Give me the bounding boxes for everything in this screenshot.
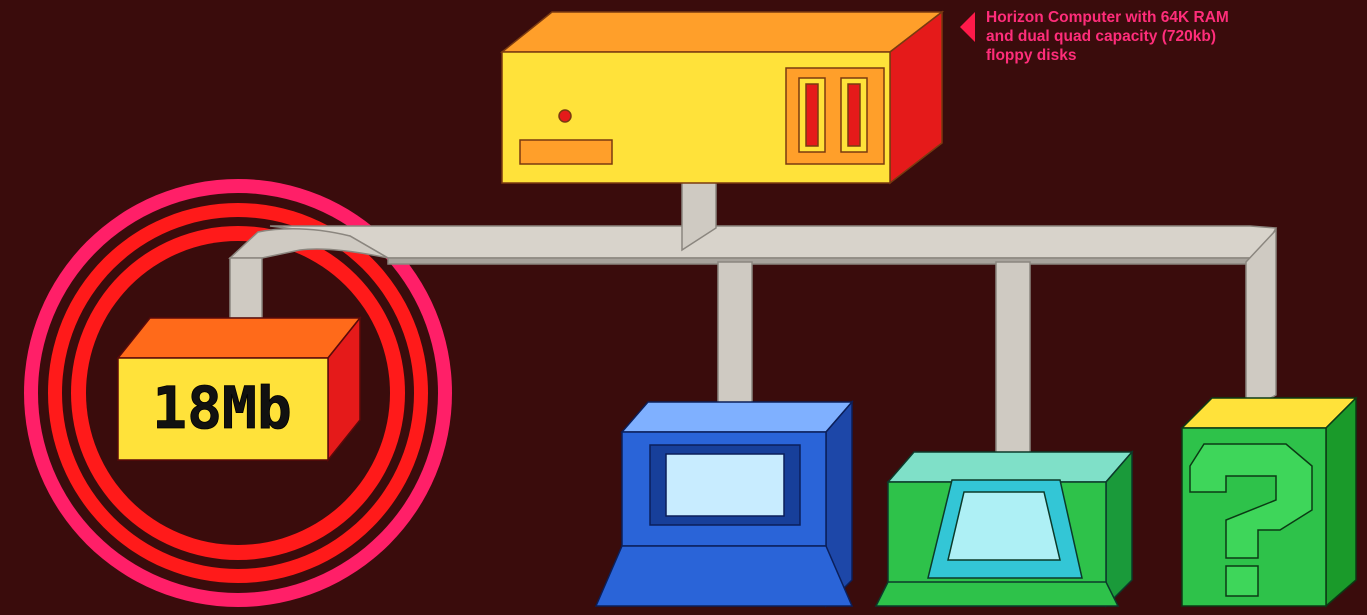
terminal-icon bbox=[874, 449, 1134, 608]
callout-line-1: Horizon Computer with 64K RAM bbox=[986, 9, 1229, 26]
callout-line-3: floppy disks bbox=[986, 47, 1077, 64]
computer-callout: Horizon Computer with 64K RAM and dual q… bbox=[986, 8, 1346, 65]
computer-box-icon bbox=[499, 10, 945, 185]
hard-disk-icon bbox=[116, 315, 362, 463]
network-bus bbox=[228, 171, 1278, 472]
terminal-icon bbox=[594, 399, 854, 608]
disk-capacity-label: 18Mb bbox=[152, 374, 292, 442]
question-mark-icon bbox=[1180, 396, 1358, 608]
callout-line-2: and dual quad capacity (720kb) bbox=[986, 28, 1216, 45]
callout-pointer-icon bbox=[960, 12, 975, 42]
